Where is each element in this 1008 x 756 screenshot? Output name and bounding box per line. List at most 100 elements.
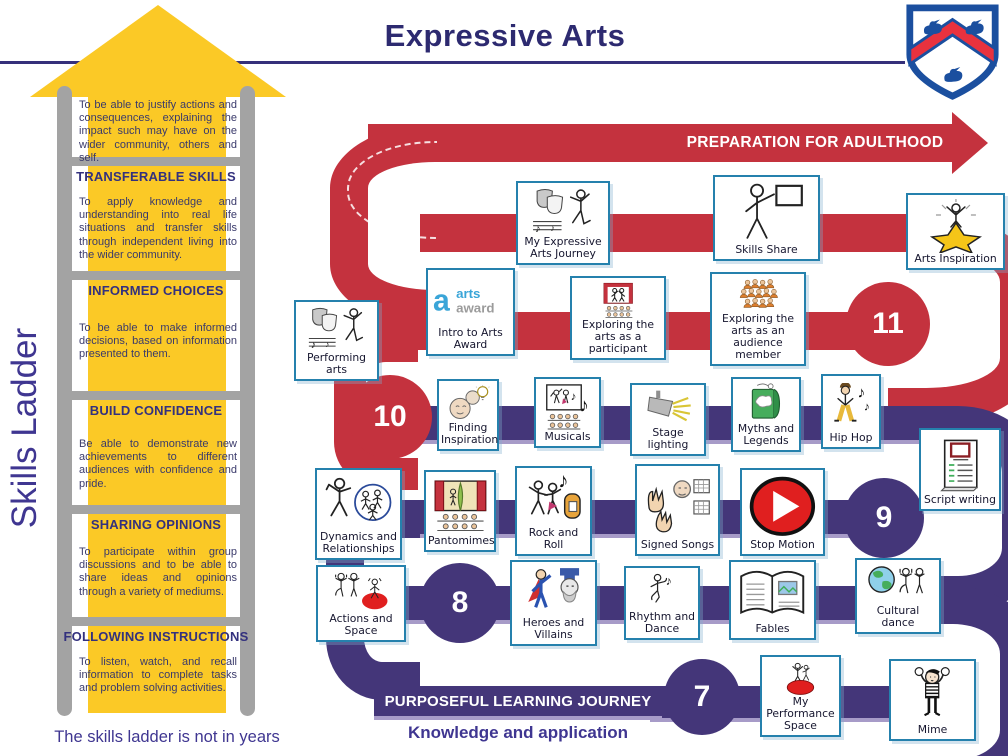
svg-text:a: a: [433, 285, 450, 316]
ladder-heading: INFORMED CHOICES: [88, 283, 224, 298]
masks-dancer-icon: ♪♪: [520, 187, 606, 236]
year-marker-8: 8: [420, 563, 500, 643]
storybook-icon: [735, 383, 797, 423]
card-label: Cultural dance: [876, 603, 920, 629]
card-script-writing: Script writing: [919, 428, 1001, 511]
card-heroes-and-villains: Heroes and Villains: [510, 560, 597, 646]
card-dynamics-and-relationships: Dynamics and Relationships: [315, 468, 402, 560]
card-actions-and-space: Actions and Space: [316, 565, 406, 642]
card-label: Actions and Space: [329, 611, 393, 637]
dancer-note-icon: ♪: [628, 572, 696, 611]
card-rock-and-roll: ♪Rock and Roll: [515, 466, 592, 556]
card-label: Intro to Arts Award: [438, 325, 503, 351]
header-underline: [0, 61, 905, 64]
card-rhythm-and-dance: ♪ Rhythm and Dance: [624, 566, 700, 640]
card-musicals: ♪♪Musicals: [534, 377, 601, 448]
performance-stage-icon: [764, 661, 837, 696]
musical-stage-icon: ♪♪: [538, 383, 597, 431]
audience-icon: [714, 278, 802, 313]
card-my-expressive-arts-journey: ♪♪My Expressive Arts Journey: [516, 181, 610, 265]
svg-text:♪: ♪: [311, 339, 316, 351]
ladder-rung: [57, 157, 255, 166]
card-label: Rock and Roll: [528, 525, 579, 551]
card-label: Signed Songs: [640, 537, 715, 551]
top-banner-label: PREPARATION FOR ADULTHOOD: [686, 134, 944, 151]
skills-ladder-vertical-label: Skills Ladder: [5, 327, 44, 529]
card-stop-motion: Stop Motion: [740, 468, 825, 556]
pantomime-stage-icon: [428, 476, 492, 535]
hero-villain-icon: [514, 566, 593, 617]
bottom-banner: PURPOSEFUL LEARNING JOURNEY: [374, 686, 662, 720]
card-label: Heroes and Villains: [522, 615, 585, 641]
ladder-description: To be able to justify actions and conseq…: [79, 99, 237, 164]
year-marker-label: 10: [373, 400, 407, 433]
card-skills-share: Skills Share: [713, 175, 820, 261]
card-mime: Mime: [889, 659, 976, 741]
svg-text:♪: ♪: [665, 574, 671, 588]
page-title: Expressive Arts: [384, 18, 626, 53]
card-signed-songs: Signed Songs: [635, 464, 720, 556]
globe-dancers-icon: [859, 564, 937, 605]
year-marker-label: 11: [872, 307, 904, 340]
card-stage-lighting: Stage lighting: [630, 383, 706, 456]
card-finding-inspiration: Finding Inspiration: [437, 379, 499, 451]
signing-hands-icon: [639, 470, 716, 539]
card-my-performance-space: My Performance Space: [760, 655, 841, 737]
ladder-footnote: The skills ladder is not in years: [54, 728, 280, 746]
year-marker-10: 10: [348, 375, 432, 459]
card-fables: Fables: [729, 560, 816, 640]
ladder-description: To apply knowledge and understanding int…: [79, 196, 237, 261]
card-label: Dynamics and Relationships: [320, 529, 397, 555]
card-label: Musicals: [544, 429, 591, 443]
dancers-space-icon: [320, 571, 402, 613]
card-cultural-dance: Cultural dance: [855, 558, 941, 634]
year-marker-11: 11: [846, 282, 930, 366]
year-marker-label: 7: [693, 680, 711, 713]
jukebox-dancers-icon: ♪: [519, 472, 588, 527]
ladder-description: Be able to demonstrate new achievements …: [79, 438, 237, 490]
svg-text:♪: ♪: [551, 223, 556, 233]
card-label: Rhythm and Dance: [628, 609, 696, 635]
card-label: Script writing: [924, 492, 996, 506]
journey-path-segment: [420, 214, 900, 252]
card-myths-and-legends: Myths and Legends: [731, 377, 801, 452]
ladder-arrow-head: [30, 5, 286, 97]
card-label: Arts Inspiration: [914, 251, 997, 265]
faces-lightbulb-icon: [441, 385, 495, 422]
ladder-heading: FOLLOWING INSTRUCTIONS: [63, 629, 249, 644]
card-exploring-arts-participant: Exploring the arts as a participant: [570, 276, 666, 360]
ladder-heading: SHARING OPINIONS: [90, 517, 222, 532]
presenter-board-icon: [717, 181, 816, 244]
hiphop-dancer-icon: ♪♪: [825, 380, 877, 432]
play-button-icon: [744, 474, 821, 539]
card-exploring-arts-audience: Exploring the arts as an audience member: [710, 272, 806, 366]
bottom-banner-label: PURPOSEFUL LEARNING JOURNEY: [384, 692, 652, 710]
card-label: Pantomimes: [428, 533, 495, 547]
year-marker-label: 8: [451, 586, 469, 619]
card-label: Myths and Legends: [737, 421, 795, 447]
card-arts-inspiration: Arts Inspiration: [906, 193, 1005, 270]
card-label: Hip Hop: [829, 430, 873, 444]
school-crest-icon: [906, 4, 999, 100]
star-figure-icon: [910, 199, 1001, 253]
ladder-description: To listen, watch, and recall information…: [79, 656, 237, 695]
card-label: My Performance Space: [766, 694, 835, 732]
card-label: Finding Inspiration: [441, 420, 499, 446]
card-label: Skills Share: [735, 242, 798, 256]
script-document-icon: [923, 434, 997, 494]
ladder-rung: [57, 271, 255, 280]
ladder-rung: [57, 617, 255, 626]
card-label: Mime: [917, 722, 948, 736]
ladder-arrow-shaft: [88, 95, 226, 713]
card-label: Exploring the arts as a participant: [582, 317, 654, 355]
svg-text:arts: arts: [456, 287, 480, 302]
ladder-description: To be able to make informed decisions, b…: [79, 322, 237, 361]
svg-text:♪: ♪: [864, 400, 870, 414]
svg-text:♪: ♪: [536, 223, 542, 235]
journey-path-arrowhead-icon: [952, 112, 988, 174]
open-book-icon: [733, 566, 812, 623]
card-label: Fables: [755, 621, 790, 635]
